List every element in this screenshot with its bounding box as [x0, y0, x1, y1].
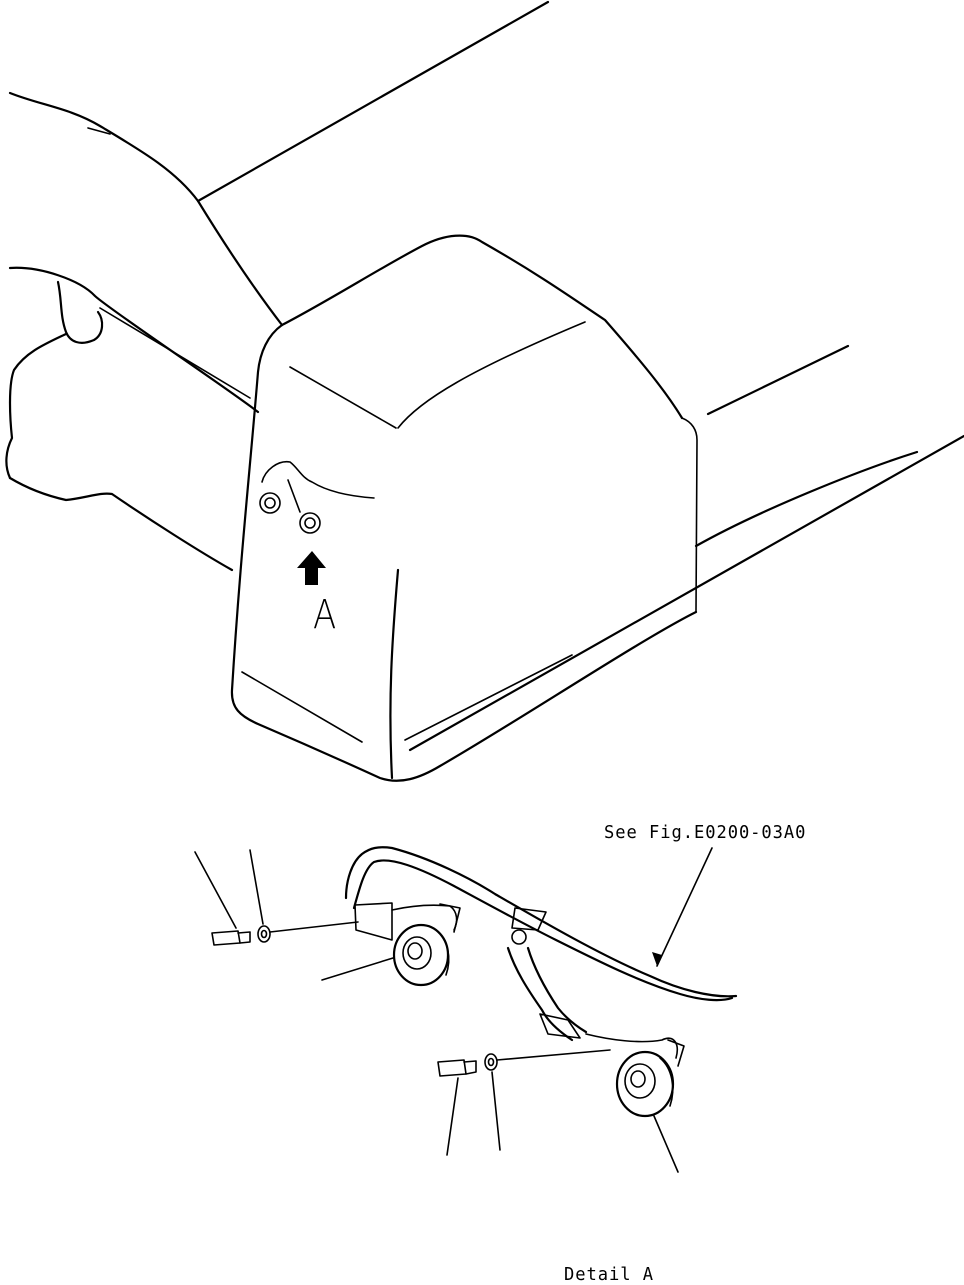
view-arrow-icon — [297, 551, 326, 585]
horn-location-marker — [259, 460, 375, 534]
callout-leaders — [194, 847, 713, 1173]
detail-caption: Detail A — [564, 1264, 654, 1285]
machine-body — [5, 0, 964, 782]
view-marker-label: A — [313, 592, 337, 638]
horn-assembly-detail — [211, 846, 738, 1118]
reference-note: See Fig.E0200-03A0 — [604, 822, 807, 843]
